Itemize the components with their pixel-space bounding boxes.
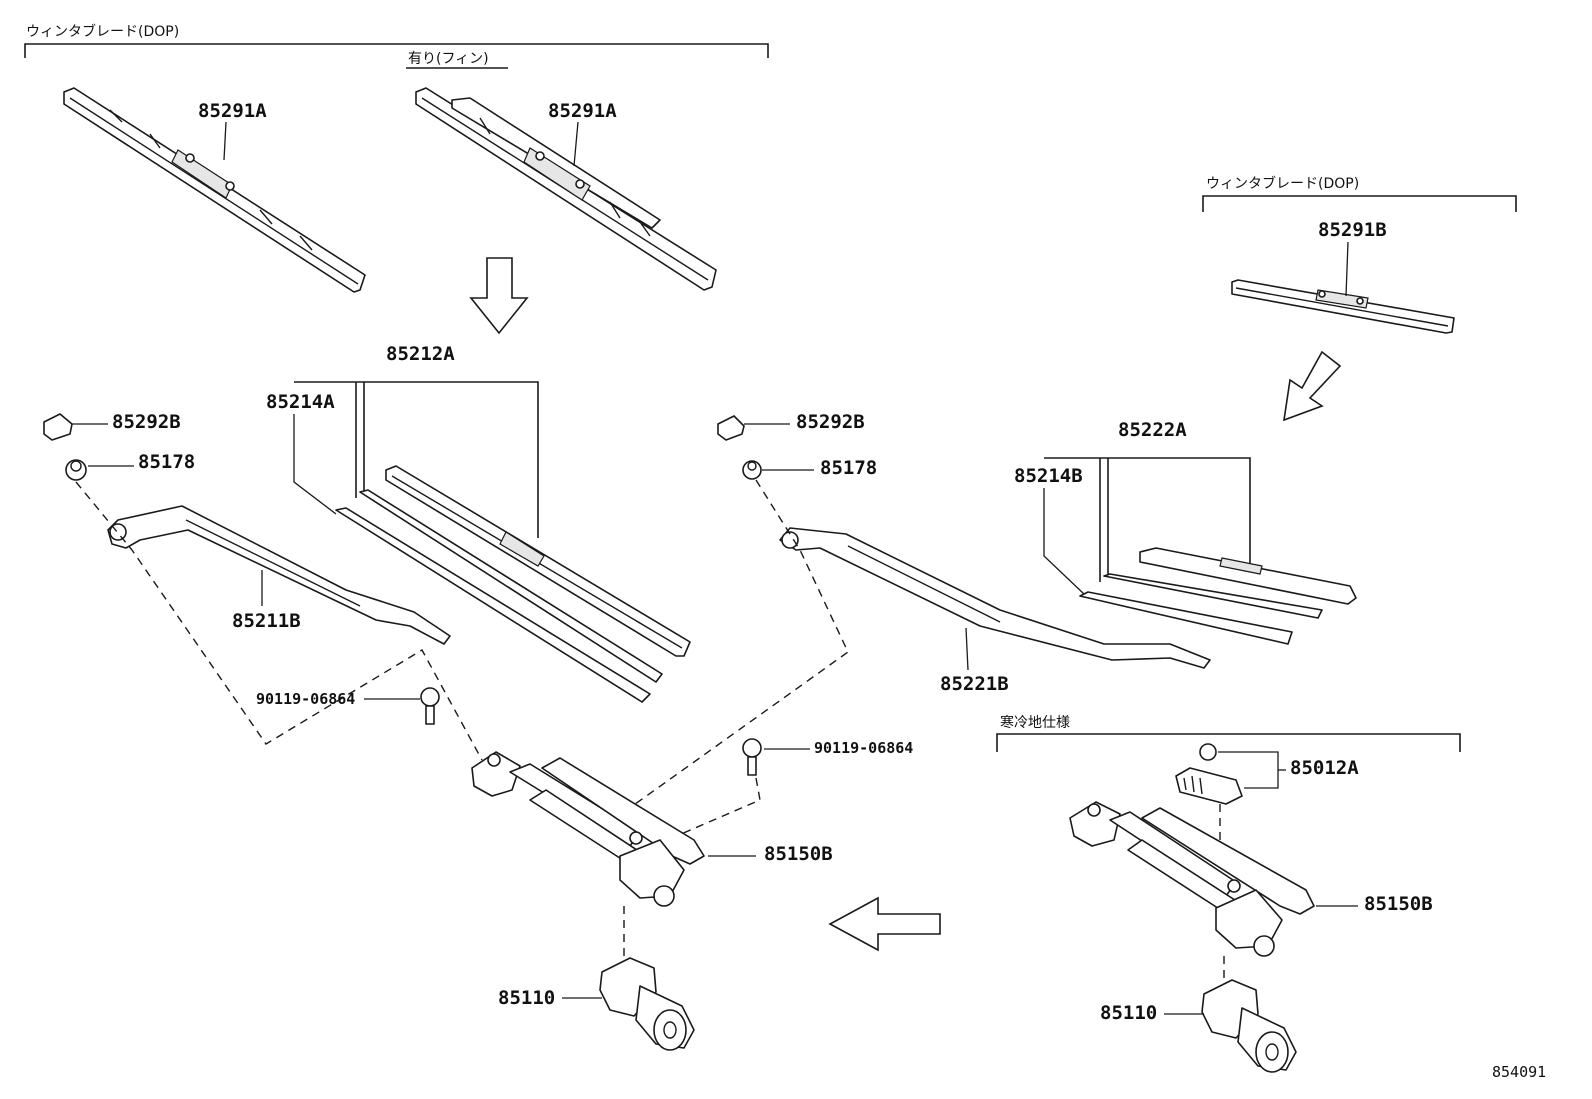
leader-line: [573, 121, 579, 167]
cap-right: [717, 415, 745, 441]
section-with-fin: 有り(フィン): [406, 51, 508, 69]
leader-line: [965, 627, 969, 671]
section-label-winter-blade-right: ウィンタブレード(DOP): [1206, 175, 1359, 192]
bracket-line: [364, 381, 539, 538]
winter-blade-2: [415, 87, 717, 291]
section-label-cold-spec: 寒冷地仕様: [1000, 714, 1070, 731]
nut-left: [65, 459, 87, 481]
section-winter-blade-right: ウィンタブレード(DOP): [1202, 175, 1517, 212]
dashed-assembly-line: [623, 479, 849, 813]
cap-left: [43, 413, 73, 441]
part-label-85178-left: 85178: [138, 451, 195, 473]
wiper-motor-left: [599, 957, 695, 1051]
diagonal-arrow-icon: [1283, 350, 1342, 422]
part-label-85221B: 85221B: [940, 673, 1009, 695]
part-label-85292B-left: 85292B: [112, 411, 181, 433]
part-label-85222A: 85222A: [1118, 419, 1187, 441]
winter-blade-1: [63, 87, 366, 293]
wiper-arm-right: [779, 527, 1211, 669]
part-label-85291A-2: 85291A: [548, 100, 617, 122]
bolt-left: [420, 687, 440, 725]
part-label-85178-right: 85178: [820, 457, 877, 479]
bracket-line: [996, 733, 1461, 752]
part-label-85110-left: 85110: [498, 987, 555, 1009]
part-label-85291B: 85291B: [1318, 219, 1387, 241]
bolt-right: [742, 738, 762, 776]
cover-cold: [1175, 743, 1243, 805]
wiper-linkage-right: [1069, 801, 1315, 957]
diagram-id: 854091: [1492, 1063, 1546, 1081]
part-label-85212A: 85212A: [386, 343, 455, 365]
wiper-linkage-left: [471, 751, 705, 907]
part-label-bolt-right: 90119-06864: [814, 739, 913, 757]
bracket-line: [363, 382, 377, 501]
section-label-winter-blade-left: ウィンタブレード(DOP): [26, 23, 179, 40]
leader-line: [1345, 241, 1349, 297]
blade-assy-left: [335, 465, 691, 703]
left-arrow-icon: [828, 896, 941, 952]
wiper-arm-left: [107, 505, 451, 645]
winter-blade-3: [1231, 279, 1455, 334]
nut-right: [742, 460, 762, 480]
part-label-85150B-left: 85150B: [764, 843, 833, 865]
part-label-85211B: 85211B: [232, 610, 301, 632]
down-arrow-icon: [469, 257, 529, 335]
leader-line: [223, 121, 227, 161]
wiper-motor-right: [1201, 979, 1297, 1073]
part-label-85214A: 85214A: [266, 391, 335, 413]
leader-line: [1043, 488, 1085, 595]
section-winter-blade-left: ウィンタブレード(DOP): [24, 23, 769, 58]
bracket-line: [24, 43, 769, 58]
part-label-85291A-1: 85291A: [198, 100, 267, 122]
dashed-assembly-line: [643, 777, 761, 851]
part-label-bolt-left: 90119-06864: [256, 690, 355, 708]
part-label-85110-right: 85110: [1100, 1002, 1157, 1024]
part-label-85214B: 85214B: [1014, 465, 1083, 487]
dashed-assembly-line: [75, 481, 483, 761]
bracket-line: [1108, 457, 1251, 568]
bracket-line: [1202, 195, 1517, 212]
section-cold-spec: 寒冷地仕様: [996, 714, 1461, 752]
part-label-85012A: 85012A: [1290, 757, 1359, 779]
part-label-85292B-right: 85292B: [796, 411, 865, 433]
blade-assy-right: [1079, 547, 1357, 645]
leader-line: [293, 414, 337, 515]
section-label-with-fin: 有り(フィン): [408, 51, 489, 67]
part-label-85150B-right: 85150B: [1364, 893, 1433, 915]
